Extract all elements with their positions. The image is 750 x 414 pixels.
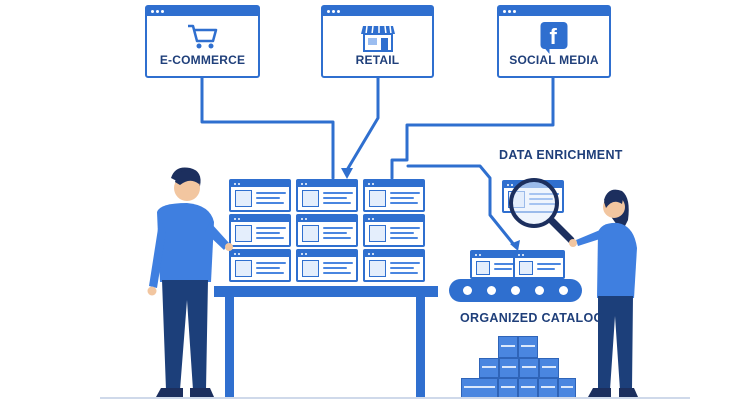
catalog-box	[461, 378, 498, 398]
shopping-cart-icon	[187, 24, 217, 49]
magnifying-glass-icon	[509, 178, 575, 244]
retail-arrowhead	[341, 168, 353, 179]
window-titlebar	[323, 7, 432, 16]
enrichment-arrowhead	[510, 240, 520, 251]
enrichment-connector	[406, 164, 517, 248]
product-card-on-belt	[513, 250, 565, 279]
catalog-box	[499, 358, 519, 378]
table-top	[214, 286, 438, 297]
window-titlebar	[499, 7, 609, 16]
ecommerce-connector	[200, 75, 335, 180]
ecommerce-label: E-COMMERCE	[159, 53, 246, 67]
facebook-icon: f	[540, 22, 568, 54]
man-figure	[147, 167, 233, 397]
catalog-box	[539, 358, 559, 378]
catalog-box	[518, 336, 538, 358]
product-card	[229, 214, 291, 247]
organized-catalog-heading: ORGANIZED CATALOG	[460, 311, 604, 325]
storefront-icon	[360, 25, 395, 52]
retail-label: RETAIL	[355, 53, 400, 67]
product-card	[296, 179, 358, 212]
product-card	[363, 214, 425, 247]
catalog-box	[498, 336, 518, 358]
woman-figure	[569, 189, 638, 397]
ecommerce-source-window: E-COMMERCE	[145, 5, 260, 78]
catalog-box	[538, 378, 558, 398]
retail-source-window: RETAIL	[321, 5, 434, 78]
retail-connector	[345, 75, 380, 172]
data-enrichment-heading: DATA ENRICHMENT	[499, 148, 623, 162]
product-card	[296, 249, 358, 282]
catalog-box	[519, 358, 539, 378]
catalog-box	[479, 358, 499, 378]
catalog-box	[558, 378, 576, 398]
table-leg-left	[225, 297, 234, 398]
social-connector	[390, 75, 555, 180]
table-leg-right	[416, 297, 425, 398]
social-media-label: SOCIAL MEDIA	[509, 53, 599, 67]
product-card	[296, 214, 358, 247]
product-card	[229, 249, 291, 282]
social-media-source-window: f SOCIAL MEDIA	[497, 5, 611, 78]
product-card	[363, 249, 425, 282]
product-card	[363, 179, 425, 212]
product-card	[229, 179, 291, 212]
facebook-glyph: f	[549, 24, 557, 49]
window-titlebar	[147, 7, 258, 16]
conveyor-belt	[449, 279, 582, 302]
